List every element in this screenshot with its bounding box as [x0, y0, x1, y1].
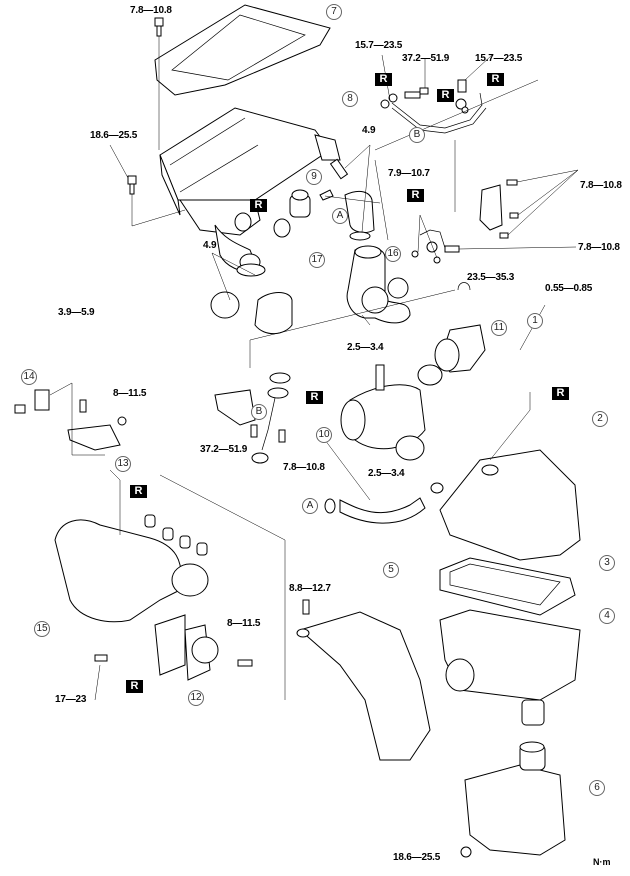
torque-label: 7.8—10.8 [580, 180, 622, 191]
hose-clamp-upper [329, 158, 375, 241]
air-pipe [434, 282, 486, 373]
intercooler-cover [154, 4, 331, 96]
bracket-right [479, 169, 579, 239]
resonance-chamber [460, 741, 566, 858]
torque-label: 37.2—51.9 [402, 53, 450, 64]
fresh-air-duct [296, 599, 431, 761]
replace-marker: R [407, 189, 424, 202]
torque-unit: N·m [593, 857, 611, 867]
callout-6: 6 [589, 780, 605, 796]
torque-label: 37.2—51.9 [200, 444, 248, 455]
oil-pipe-upper [380, 79, 487, 134]
replace-marker: R [126, 680, 143, 693]
replace-marker: R [306, 391, 323, 404]
turbocharger [346, 245, 411, 326]
torque-label: 7.9—10.7 [388, 168, 430, 179]
callout-2: 2 [592, 411, 608, 427]
callout-7: 7 [326, 4, 342, 20]
torque-label: 7.8—10.8 [130, 5, 172, 16]
replace-marker: R [487, 73, 504, 86]
torque-label: 8—11.5 [113, 388, 147, 399]
leader-lines [324, 54, 546, 501]
torque-label: 18.6—25.5 [393, 852, 441, 863]
bolt-top-left [154, 17, 164, 150]
replace-marker: R [552, 387, 569, 400]
callout-12: 12 [188, 690, 204, 706]
ref-letter-a: A [332, 208, 348, 224]
callout-1: 1 [527, 313, 543, 329]
torque-label: 2.5—3.4 [368, 468, 405, 479]
replace-marker: R [250, 199, 267, 212]
callout-4: 4 [599, 608, 615, 624]
torque-label: 7.8—10.8 [283, 462, 325, 473]
replace-marker: R [130, 485, 147, 498]
intake-manifold [54, 469, 286, 700]
air-filter-element [439, 557, 576, 616]
torque-label: 8.8—12.7 [289, 583, 331, 594]
air-cleaner-cover [439, 449, 581, 561]
torque-label: 0.55—0.85 [545, 283, 593, 294]
replace-marker: R [437, 89, 454, 102]
callout-14: 14 [21, 369, 37, 385]
torque-label: 15.7—23.5 [475, 53, 523, 64]
air-cleaner-case [439, 609, 581, 726]
solenoid-bracket [14, 382, 127, 456]
torque-label: 3.9—5.9 [58, 307, 95, 318]
callout-15: 15 [34, 621, 50, 637]
callout-9: 9 [306, 169, 322, 185]
bolt-left [109, 144, 186, 227]
torque-label: 15.7—23.5 [355, 40, 403, 51]
torque-label: 23.5—35.3 [467, 272, 515, 283]
torque-label: 7.8—10.8 [578, 242, 620, 253]
valve-assembly [289, 189, 334, 218]
callout-5: 5 [383, 562, 399, 578]
torque-label: 2.5—3.4 [347, 342, 384, 353]
callout-10: 10 [316, 427, 332, 443]
torque-label: 18.6—25.5 [90, 130, 138, 141]
throttle-body [94, 614, 253, 701]
torque-label: 4.9 [203, 240, 217, 251]
hose-a [324, 482, 444, 524]
callout-3: 3 [599, 555, 615, 571]
air-hose [340, 364, 443, 461]
ref-letter-a: A [302, 498, 318, 514]
ref-letter-b: B [409, 127, 425, 143]
gaskets-valve [234, 212, 291, 238]
callout-13: 13 [115, 456, 131, 472]
torque-label: 4.9 [362, 125, 376, 136]
bracket-b [214, 289, 456, 464]
torque-label: 8—11.5 [227, 618, 261, 629]
torque-label: 17—23 [55, 694, 87, 705]
ref-letter-b: B [251, 404, 267, 420]
callout-17: 17 [309, 252, 325, 268]
replace-marker: R [375, 73, 392, 86]
callout-11: 11 [491, 320, 507, 336]
oil-pipe-bracket [411, 229, 577, 264]
callout-8: 8 [342, 91, 358, 107]
callout-16: 16 [385, 246, 401, 262]
hose-clamps-4-9 [210, 252, 293, 335]
